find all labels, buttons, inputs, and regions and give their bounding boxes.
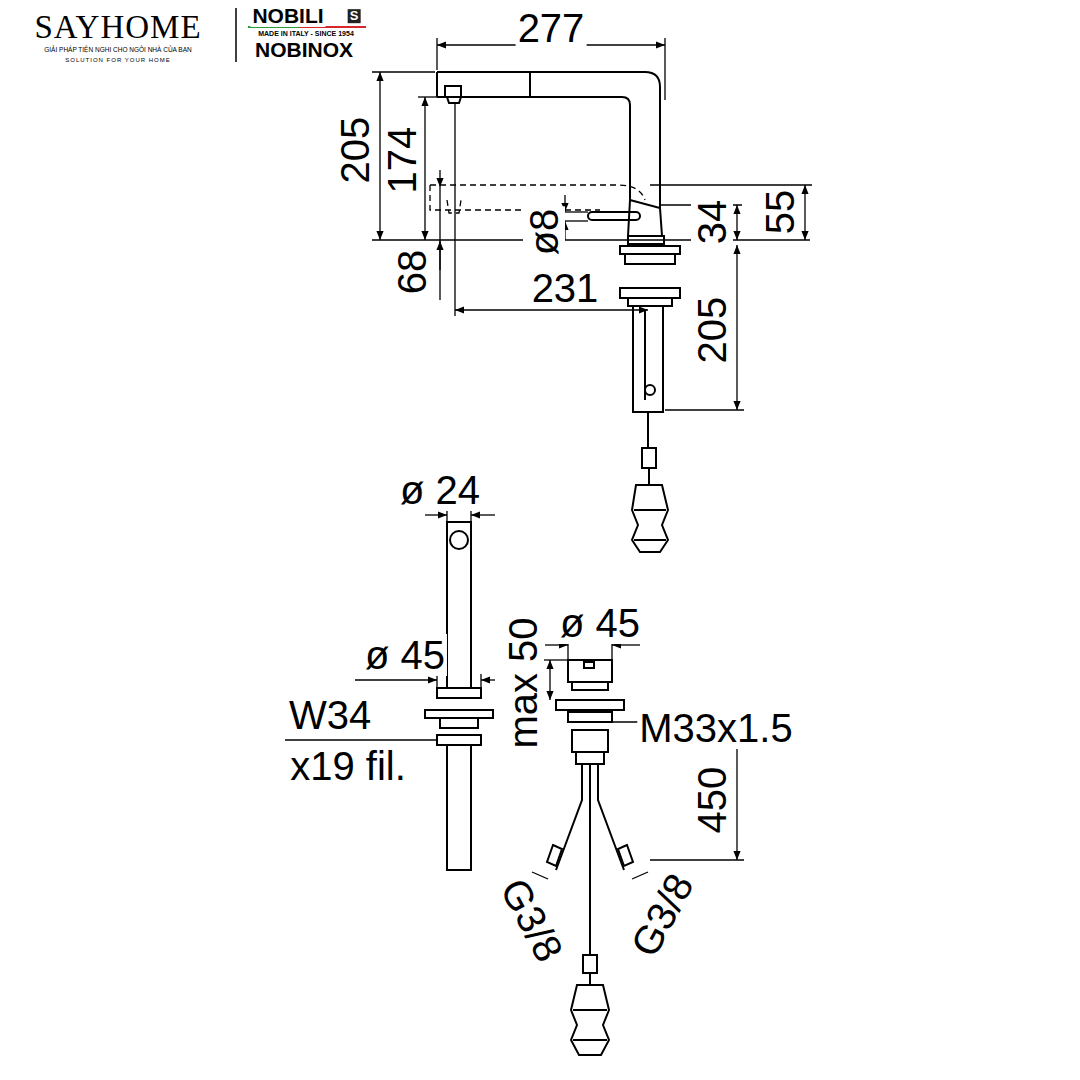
brand-name: NOBILI [250,5,325,27]
dimension-label: 231 [530,267,601,309]
brand-name: SAYHOME [32,10,203,45]
brand-name: NOBINOX [253,39,355,61]
dimension-label: 205 [691,295,733,366]
thread-label: x19 fil. [288,745,408,787]
dimension-label: 55 [759,188,801,237]
brand-mark: S [348,9,361,23]
dimension-label: 34 [691,198,733,247]
dimension-label: 174 [381,125,423,196]
dimension-label: max 50 [502,615,544,750]
brand-tagline: MADE IN ITALY - SINCE 1954 [256,30,356,37]
thread-label: G3/8 [492,870,572,970]
dimension-label: ø8 [523,207,565,258]
dimension-label: ø 45 [558,602,642,644]
brand-tagline: SOLUTION FOR YOUR HOME [63,57,173,63]
dimension-label: 450 [691,765,733,836]
dimension-label: ø 45 [363,634,447,676]
dimension-label: 205 [334,115,376,186]
dimension-label: 68 [391,248,433,297]
brand-tagline: GIẢI PHÁP TIỆN NGHI CHO NGÔI NHÀ CỦA BẠN [42,47,193,54]
thread-label: G3/8 [622,865,702,965]
thread-label: M33x1.5 [637,707,794,749]
dimension-label: 277 [516,7,587,49]
dimension-label: ø 24 [398,469,482,511]
thread-label: W34 [287,694,373,736]
